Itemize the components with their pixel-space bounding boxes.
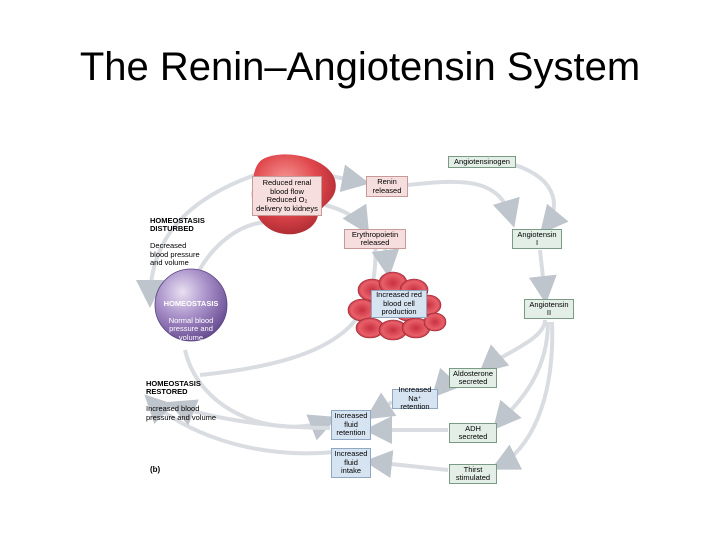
homeostasis-disturbed-heading: HOMEOSTASIS DISTURBED [150, 215, 205, 233]
rbc-production-text: Increased red blood cell production [376, 290, 422, 317]
fluid-retention-text: Increased fluid retention [334, 411, 368, 438]
adh-box: ADH secreted [449, 423, 497, 443]
na-retention-text: Increased Na⁺ retention [398, 385, 432, 412]
fluid-intake-box: Increased fluid intake [331, 448, 371, 478]
angiotensin-2-text: Angiotensin II [529, 299, 569, 317]
angiotensinogen-box: Angiotensinogen [448, 156, 516, 168]
erythropoietin-box: Erythropoietin released [344, 229, 406, 249]
angiotensinogen-text: Angiotensinogen [454, 156, 510, 166]
angiotensin-1-box: Angiotensin I [512, 229, 562, 249]
panel-label: (b) [150, 465, 161, 474]
slide-title: The Renin–Angiotensin System [79, 45, 641, 89]
thirst-text: Thirst stimulated [455, 464, 491, 482]
erythropoietin-text: Erythropoietin released [351, 229, 399, 247]
fluid-retention-box: Increased fluid retention [331, 410, 371, 440]
aldosterone-box: Aldosterone secreted [449, 368, 497, 388]
homeostasis-text: Normal blood pressure and volume [168, 315, 214, 342]
homeostasis-sphere [154, 268, 228, 342]
angiotensin-1-text: Angiotensin I [517, 229, 557, 247]
loop-arrows [136, 163, 569, 479]
kidney-label-text: Reduced renal blood flow Reduced O₂ deli… [256, 178, 318, 213]
kidney-label-box: Reduced renal blood flow Reduced O₂ deli… [252, 176, 322, 216]
thirst-box: Thirst stimulated [449, 464, 497, 484]
na-retention-box: Increased Na⁺ retention [392, 385, 438, 412]
adh-text: ADH secreted [458, 423, 488, 441]
homeostasis-restored-heading: HOMEOSTASIS RESTORED [146, 378, 201, 396]
angiotensin-2-box: Angiotensin II [524, 299, 574, 319]
homeostasis-heading: HOMEOSTASIS [163, 298, 219, 308]
homeostasis-restored-text: Increased blood pressure and volume [146, 404, 217, 422]
rbc-production-box: Increased red blood cell production [371, 290, 427, 318]
homeostasis-disturbed-text: Decreased blood pressure and volume [150, 241, 200, 267]
renin-text: Renin released [372, 177, 402, 195]
aldosterone-text: Aldosterone secreted [452, 368, 494, 386]
renin-box: Renin released [366, 176, 408, 197]
fluid-intake-text: Increased fluid intake [334, 449, 368, 476]
